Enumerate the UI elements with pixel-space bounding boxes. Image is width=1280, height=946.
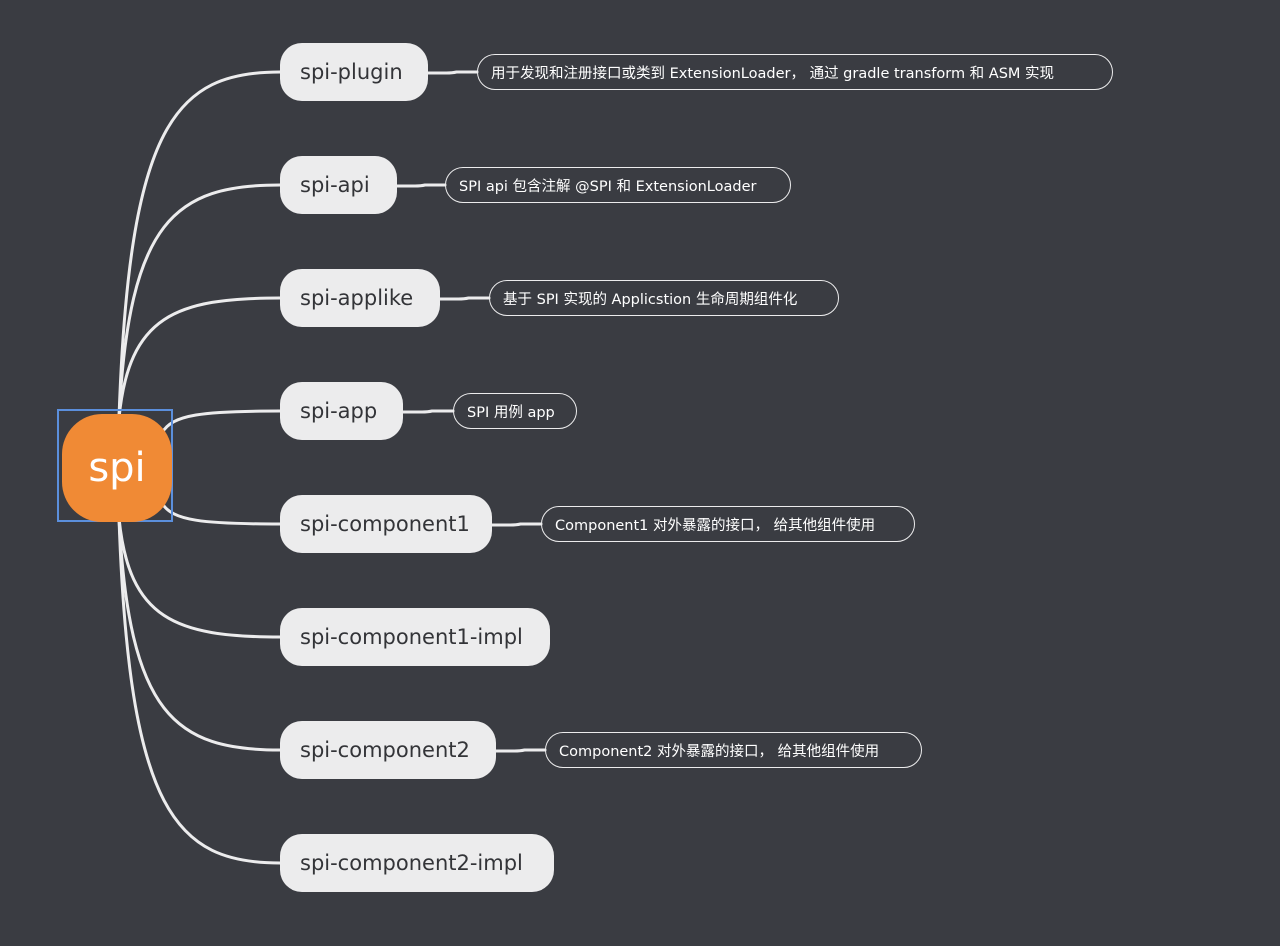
note-connector: [395, 183, 447, 188]
note-node-spi-app[interactable]: SPI 用例 app: [453, 393, 577, 429]
branch-label: spi-plugin: [300, 60, 403, 84]
branch-node-spi-applike[interactable]: spi-applike: [280, 269, 440, 327]
note-label: 用于发现和注册接口或类到 ExtensionLoader， 通过 gradle …: [491, 65, 1055, 82]
note-connector: [494, 748, 547, 753]
branch-node-spi-api[interactable]: spi-api: [280, 156, 397, 214]
branch-connector: [117, 516, 282, 865]
note-connector: [438, 296, 491, 301]
branch-connector: [117, 516, 282, 639]
note-connector: [401, 409, 455, 414]
note-label: SPI api 包含注解 @SPI 和 ExtensionLoader: [459, 178, 757, 195]
branch-connector: [160, 409, 282, 435]
note-node-spi-component2[interactable]: Component2 对外暴露的接口， 给其他组件使用: [545, 732, 922, 768]
branch-connector: [117, 183, 282, 420]
branch-label: spi-component1: [300, 512, 470, 536]
root-node[interactable]: spi: [62, 414, 172, 522]
branch-node-spi-plugin[interactable]: spi-plugin: [280, 43, 428, 101]
branch-label: spi-component1-impl: [300, 625, 523, 649]
branch-label: spi-component2-impl: [300, 851, 523, 875]
branch-label: spi-api: [300, 173, 370, 197]
branch-connector: [117, 70, 282, 420]
note-connector: [490, 522, 543, 527]
branch-label: spi-app: [300, 399, 378, 423]
branch-connector: [117, 516, 282, 752]
branch-node-spi-component1-impl[interactable]: spi-component1-impl: [280, 608, 550, 666]
branch-node-spi-app[interactable]: spi-app: [280, 382, 403, 440]
note-node-spi-api[interactable]: SPI api 包含注解 @SPI 和 ExtensionLoader: [445, 167, 791, 203]
branch-node-spi-component2[interactable]: spi-component2: [280, 721, 496, 779]
note-label: SPI 用例 app: [467, 404, 555, 421]
branch-node-spi-component1[interactable]: spi-component1: [280, 495, 492, 553]
root-node-label: spi: [88, 445, 146, 491]
note-node-spi-component1[interactable]: Component1 对外暴露的接口， 给其他组件使用: [541, 506, 915, 542]
note-label: Component2 对外暴露的接口， 给其他组件使用: [559, 743, 880, 760]
note-node-spi-plugin[interactable]: 用于发现和注册接口或类到 ExtensionLoader， 通过 gradle …: [477, 54, 1113, 90]
note-connector: [426, 70, 479, 75]
branch-label: spi-applike: [300, 286, 414, 310]
note-label: 基于 SPI 实现的 Applicstion 生命周期组件化: [503, 291, 798, 308]
branch-label: spi-component2: [300, 738, 470, 762]
note-node-spi-applike[interactable]: 基于 SPI 实现的 Applicstion 生命周期组件化: [489, 280, 839, 316]
branch-node-spi-component2-impl[interactable]: spi-component2-impl: [280, 834, 554, 892]
branch-connector: [160, 501, 282, 526]
branch-connector: [117, 296, 282, 420]
note-label: Component1 对外暴露的接口， 给其他组件使用: [555, 517, 876, 534]
